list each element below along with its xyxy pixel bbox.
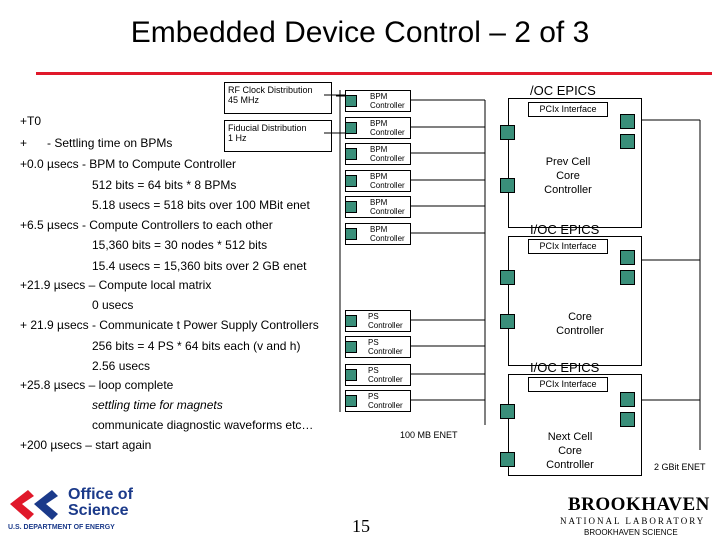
pcix-interface: PCIx Interface: [528, 102, 608, 117]
bnl-name: BROOKHAVEN: [568, 494, 710, 515]
port-icon: [620, 134, 635, 149]
port-icon: [620, 114, 635, 129]
port-icon: [345, 175, 357, 187]
port-icon: [345, 369, 357, 381]
bpm-controller: BPM Controller: [345, 170, 411, 192]
timeline-line: 2.56 usecs: [92, 359, 151, 373]
bpm-label: BPM Controller: [370, 225, 405, 243]
brookhaven-logo: BROOKHAVEN NATIONAL LABORATORY BROOKHAVE…: [560, 494, 718, 540]
fiducial-box: Fiducial Distribution 1 Hz: [224, 120, 332, 152]
office-line1: Office of: [68, 486, 133, 503]
bnl-footer: BROOKHAVEN SCIENCE: [584, 528, 678, 537]
ps-label: PS Controller: [368, 338, 403, 356]
bpm-controller: BPM Controller: [345, 143, 411, 165]
bpm-label: BPM Controller: [370, 198, 405, 216]
ps-label: PS Controller: [368, 392, 403, 410]
bpm-label: BPM Controller: [370, 92, 405, 110]
prev-cell-label: Prev Cell Core Controller: [544, 156, 592, 196]
port-icon: [500, 125, 515, 140]
next-cell-label: Next Cell Core Controller: [546, 431, 594, 471]
bpm-controller: BPM Controller: [345, 117, 411, 139]
core-label: Core Controller: [556, 311, 604, 337]
timeline-line: +6.5 µsecs - Compute Controllers to each…: [20, 218, 273, 232]
bpm-label: BPM Controller: [370, 145, 405, 163]
port-icon: [500, 270, 515, 285]
port-icon: [345, 341, 357, 353]
bpm-controller: BPM Controller: [345, 223, 411, 245]
pcix-interface: PCIx Interface: [528, 377, 608, 392]
timeline-line: settling time for magnets: [92, 398, 223, 412]
port-icon: [500, 452, 515, 467]
timeline-line: +0.0 µsecs - BPM to Compute Controller: [20, 157, 236, 171]
core-panel: [508, 236, 642, 366]
port-icon: [345, 122, 357, 134]
port-icon: [500, 314, 515, 329]
timeline-line: 0 usecs: [92, 298, 134, 312]
prev-cell-panel: [508, 98, 642, 228]
ioc-epics-label: I/OC EPICS: [530, 360, 600, 375]
timeline-line: + - Settling time on BPMs: [20, 136, 173, 150]
ps-label: PS Controller: [368, 366, 403, 384]
office-of-science-logo: Office of Science U.S. DEPARTMENT OF ENE…: [6, 484, 156, 536]
port-icon: [345, 201, 357, 213]
pcix-interface: PCIx Interface: [528, 239, 608, 254]
enet-2g-label: 2 GBit ENET: [654, 462, 706, 472]
title-underline: [36, 72, 712, 75]
port-icon: [500, 404, 515, 419]
ps-controller: PS Controller: [345, 364, 411, 386]
page-number: 15: [352, 516, 370, 536]
ps-controller: PS Controller: [345, 390, 411, 412]
rf-clock-box: RF Clock Distribution 45 MHz: [224, 82, 332, 114]
port-icon: [345, 395, 357, 407]
bnl-sub: NATIONAL LABORATORY: [560, 516, 706, 526]
ps-controller: PS Controller: [345, 336, 411, 358]
timeline-line: +200 µsecs – start again: [20, 438, 152, 452]
doe-label: U.S. DEPARTMENT OF ENERGY: [8, 524, 115, 531]
enet-100-label: 100 MB ENET: [400, 430, 458, 440]
bpm-label: BPM Controller: [370, 119, 405, 137]
ps-controller: PS Controller: [345, 310, 411, 332]
slide-title: Embedded Device Control – 2 of 3: [130, 16, 590, 49]
timeline-line: +25.8 µsecs – loop complete: [20, 378, 174, 392]
doe-swoosh-icon: [10, 490, 58, 520]
timeline-line: communicate diagnostic waveforms etc…: [92, 418, 314, 432]
port-icon: [620, 270, 635, 285]
timeline-line: 5.18 usecs = 518 bits over 100 MBit enet: [92, 198, 310, 212]
port-icon: [345, 148, 357, 160]
port-icon: [620, 412, 635, 427]
ioc-epics-label: I/OC EPICS: [530, 222, 600, 237]
port-icon: [620, 250, 635, 265]
port-icon: [620, 392, 635, 407]
ps-label: PS Controller: [368, 312, 403, 330]
timeline-line: +21.9 µsecs – Compute local matrix: [20, 278, 212, 292]
timeline-line: 512 bits = 64 bits * 8 BPMs: [92, 178, 237, 192]
timeline-line: 15,360 bits = 30 nodes * 512 bits: [92, 238, 268, 252]
port-icon: [345, 315, 357, 327]
timeline-line: 15.4 usecs = 15,360 bits over 2 GB enet: [92, 259, 307, 273]
bpm-controller: BPM Controller: [345, 90, 411, 112]
bpm-label: BPM Controller: [370, 172, 405, 190]
timeline-line: +T0: [20, 114, 42, 128]
port-icon: [345, 95, 357, 107]
bpm-controller: BPM Controller: [345, 196, 411, 218]
port-icon: [500, 178, 515, 193]
port-icon: [345, 228, 357, 240]
timeline-line: 256 bits = 4 PS * 64 bits each (v and h): [92, 339, 301, 353]
timeline-line: + 21.9 µsecs - Communicate t Power Suppl…: [20, 318, 319, 332]
office-line2: Science: [68, 502, 129, 519]
ioc-epics-label: /OC EPICS: [530, 83, 596, 98]
